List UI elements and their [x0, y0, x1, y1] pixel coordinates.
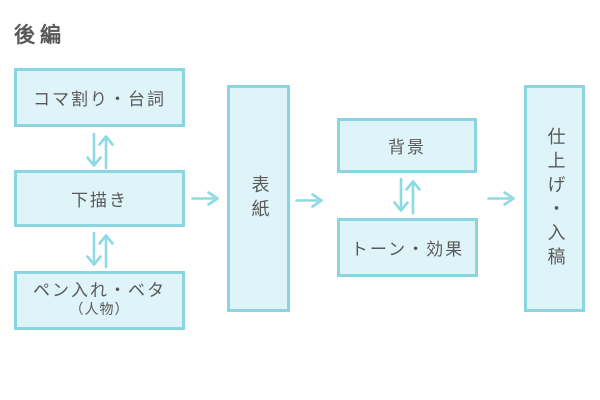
node-label: ペン入れ・ベタ	[33, 281, 166, 302]
node-inking-beta: ペン入れ・ベタ （人物）	[14, 271, 185, 330]
node-label: トーン・効果	[350, 240, 465, 260]
node-panel-layout-dialogue: コマ割り・台詞	[14, 68, 185, 127]
arrow-right-icon	[487, 190, 517, 207]
page-title: 後編	[14, 23, 66, 47]
node-rough-draft: 下描き	[14, 170, 185, 227]
node-label: 表紙	[248, 174, 270, 223]
arrow-down-up-icon	[84, 132, 116, 170]
arrow-down-up-icon	[84, 231, 116, 269]
arrow-right-icon	[191, 190, 221, 207]
arrow-down-up-icon	[391, 177, 423, 215]
arrow-right-icon	[295, 192, 325, 209]
node-label: 下描き	[71, 191, 128, 211]
node-tone-effects: トーン・効果	[337, 218, 478, 277]
node-label: 背景	[388, 138, 426, 158]
node-label: コマ割り・台詞	[33, 90, 166, 110]
node-background: 背景	[337, 118, 477, 173]
node-label: 仕上げ・入稿	[544, 126, 566, 271]
node-sublabel: （人物）	[69, 302, 130, 319]
node-cover: 表紙	[227, 85, 290, 312]
node-finishing-submission: 仕上げ・入稿	[524, 85, 585, 312]
